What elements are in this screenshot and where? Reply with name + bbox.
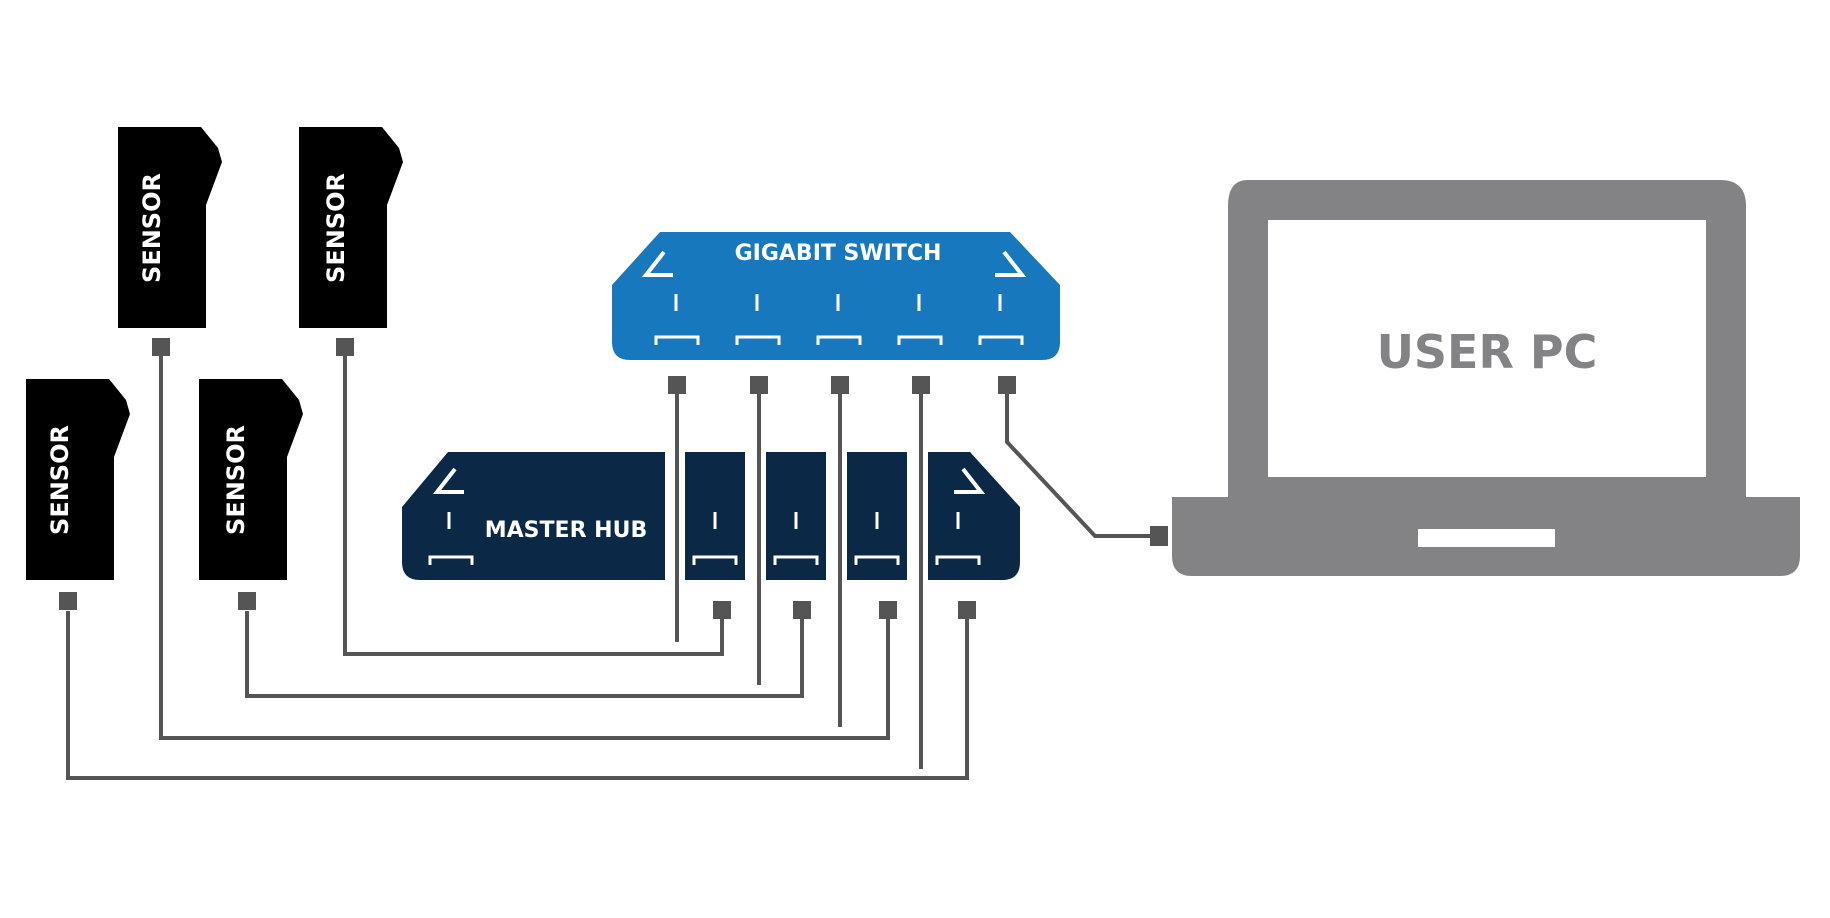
sensor-label: SENSOR: [138, 173, 166, 283]
plug-sensor-top-right: [336, 338, 354, 356]
plug-sensor-bottom-right: [238, 592, 256, 610]
hub-label: MASTER HUB: [485, 518, 647, 543]
sensor-bottom-left: SENSOR: [26, 379, 130, 580]
sensor-bottom-right: SENSOR: [199, 379, 303, 580]
user-pc-label: USER PC: [1377, 325, 1598, 379]
sensor-label: SENSOR: [46, 425, 74, 535]
plug-switch-port-3: [831, 376, 849, 394]
switch-ports: [654, 294, 1024, 345]
plug-hub-port-4: [958, 601, 976, 619]
cable-sensor-top-left-to-hub-port-3: [159, 355, 890, 740]
gigabit-switch: GIGABIT SWITCH: [612, 232, 1060, 360]
cable-switch-to-user-pc: [1005, 392, 1150, 538]
plug-sensor-bottom-left: [59, 592, 77, 610]
user-pc: USER PC: [1172, 180, 1800, 576]
plug-switch-port-2: [750, 376, 768, 394]
sensor-top-right: SENSOR: [299, 127, 403, 328]
master-hub: MASTER HUB: [402, 452, 1020, 580]
plug-switch-port-5: [998, 376, 1016, 394]
sensor-label: SENSOR: [322, 173, 350, 283]
plug-hub-port-3: [879, 601, 897, 619]
cable-sensor-bottom-right-to-hub-port-2: [245, 611, 804, 698]
cable-plugs: [59, 338, 1168, 619]
plug-sensor-top-left: [152, 338, 170, 356]
plug-hub-port-1: [713, 601, 731, 619]
plug-switch-port-1: [668, 376, 686, 394]
cable-sensor-bottom-left-to-hub-port-4: [66, 611, 969, 780]
laptop-trackpad: [1418, 529, 1555, 547]
hub-ports: [428, 512, 981, 565]
sensor-label: SENSOR: [222, 425, 250, 535]
plug-user-pc: [1150, 526, 1168, 546]
cable-sensor-top-right-to-hub-port-1: [343, 355, 724, 656]
plug-switch-port-4: [912, 376, 930, 394]
plug-hub-port-2: [793, 601, 811, 619]
sensor-top-left: SENSOR: [118, 127, 222, 328]
laptop-screen: [1268, 220, 1706, 477]
cables: [66, 355, 1150, 780]
switch-label: GIGABIT SWITCH: [735, 241, 942, 266]
